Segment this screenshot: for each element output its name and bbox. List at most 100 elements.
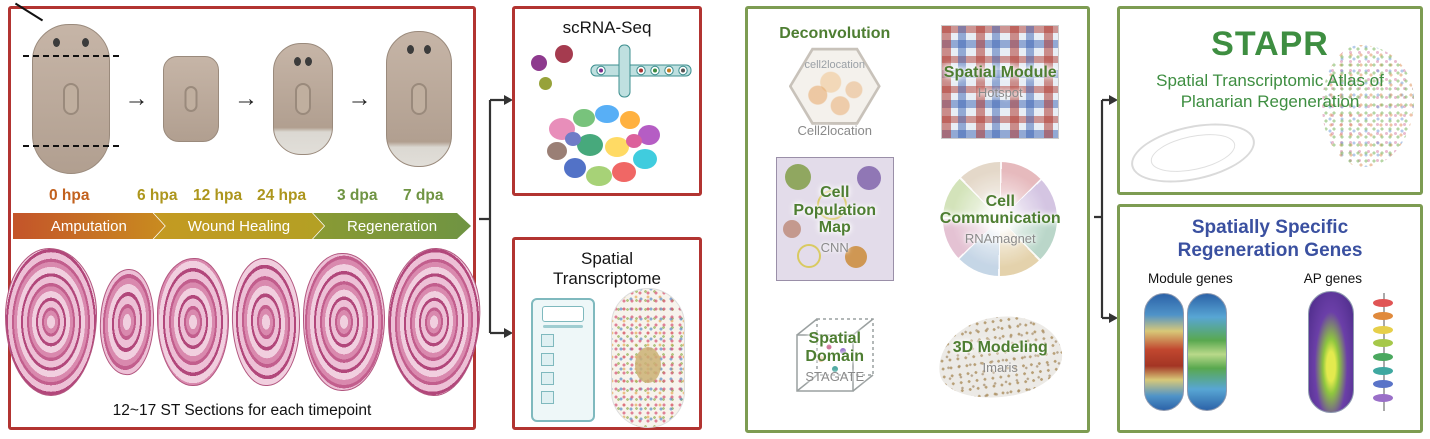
pharynx-icon [411,83,428,115]
cell-dot-icon [531,55,547,71]
method-title: Spatial Domain [805,330,865,366]
amputation-dashed-line [22,145,119,147]
timepoint-label: 12 hpa [193,187,243,204]
histology-sections-row [4,245,483,399]
histology-section [96,267,157,377]
method-spatial-domain: Spatial Domain STAGATE [753,289,917,425]
method-tool-label: RNAmagnet [964,231,1036,247]
scrna-seq-panel: scRNA-Seq [512,6,702,196]
ap-genes-heatmap-icon [1308,291,1354,413]
planarian-intact-icon [14,2,119,174]
histology-section [229,256,302,388]
method-tool-label: Cell2location [797,123,872,139]
phase-arrow-bar: Amputation Wound Healing Regeneration [13,213,471,239]
slide-header [542,306,584,322]
experiment-panel: → → → 0 hpa 6 hpa 12 hpa 24 hpa 3 dpa [4,2,483,430]
faded-umap-speckle-icon [1322,45,1414,167]
cell-circle-icon [782,220,801,239]
cell-ring-icon [796,244,821,269]
umap-clusters-icon [547,105,660,186]
timepoint-labels: 0 hpa 6 hpa 12 hpa 24 hpa 3 dpa 7 dpa [11,187,473,209]
analysis-methods-panel: Deconvolution cell2location Cell2locatio… [745,6,1090,433]
histology-section [4,248,97,396]
eye-icon [407,45,415,54]
histology-section [156,258,229,386]
cut-line-icon [14,2,43,22]
phase-wound-healing: Wound Healing [154,213,324,239]
planarian-regenerated-icon [386,31,453,167]
ap-genes-legend [1368,293,1398,411]
method-spatial-module: Spatial Module Hotspot [919,14,1083,150]
branch-connector-right [1094,95,1118,323]
cell-circle-icon [784,164,811,191]
ap-genes-label: AP genes [1303,271,1362,286]
eye-icon [81,38,89,47]
method-tool-label: Imaris [982,360,1018,376]
branch-connector-left [479,95,513,338]
cell-dot-icon [539,77,552,90]
histology-section [384,246,483,398]
method-title: Spatial Module [943,63,1057,81]
cell-population-image-icon [775,157,894,282]
spatial-transcriptome-title: Spatial Transcriptome [552,249,661,289]
phase-regeneration: Regeneration [313,213,471,239]
eye-icon [424,45,432,54]
method-title: Cell Communication [939,192,1061,228]
method-title: Cell Population Map [793,183,877,237]
regeneration-genes-panel: Spatially Specific Regeneration Genes Mo… [1117,204,1423,433]
timepoint-label: 3 dpa [337,187,378,204]
heatmap-icon [941,24,1060,139]
point-cloud-icon [933,308,1068,406]
cell-circle-icon [844,246,867,269]
timepoint-label: 7 dpa [403,187,444,204]
planarian-regenerating-icon [272,43,333,155]
methods-grid: Deconvolution cell2location Cell2locatio… [753,14,1082,425]
slide-capture-square [541,353,554,366]
genes-artwork: Module genes AP genes [1120,271,1420,426]
planarian-stages-row: → → → [14,2,467,185]
microfluidic-chip-icon [590,44,692,98]
method-deconvolution: Deconvolution cell2location Cell2locatio… [753,14,917,150]
slide-capture-square [541,391,554,404]
slide-capture-square [541,372,554,385]
arrow-right-icon: → [347,85,372,112]
method-title: Deconvolution [779,25,891,43]
spatial-transcriptome-panel: Spatial Transcriptome [512,237,702,430]
spatial-slide-icon [531,298,595,422]
stapr-title: STAPR [1211,25,1329,63]
cell2location-logo-icon: cell2location [788,45,881,127]
method-title: 3D Modeling [952,339,1048,357]
amputation-dashed-line [22,55,119,57]
stapr-atlas-panel: STAPR Spatial Transcriptomic Atlas of Pl… [1117,6,1423,195]
pharynx-icon [184,86,198,112]
circos-wheel-icon [943,162,1058,277]
eye-icon [52,38,60,47]
scrna-seq-title: scRNA-Seq [562,18,652,37]
module-heatmap-planarian [1187,293,1227,411]
cube-icon [796,318,874,392]
method-cell-population-map: Cell Population Map CNN [753,152,917,288]
method-3d-modeling: 3D Modeling Imaris [919,289,1083,425]
eye-icon [293,57,301,66]
module-heatmap-planarian [1144,293,1184,411]
arrow-right-icon: → [124,85,149,112]
cell-ring-icon [816,190,847,221]
genes-title: Spatially Specific Regeneration Genes [1177,217,1363,261]
method-tool-label: STAGATE [805,369,865,385]
eye-icon [304,57,312,66]
method-tool-label: Hotspot [977,84,1023,100]
pharynx-icon [62,83,79,115]
slide-capture-square [541,334,554,347]
method-cell-communication: Cell Communication RNAmagnet [919,152,1083,288]
phase-amputation: Amputation [13,213,165,239]
arrow-right-icon: → [234,85,258,112]
timepoint-label: 6 hpa [137,187,178,204]
module-genes-label: Module genes [1148,271,1233,286]
histology-section [302,253,385,391]
pharynx-icon [294,83,311,115]
scrna-artwork [515,39,699,193]
cell-dot-icon [555,45,573,63]
slide-line [543,325,583,328]
cell2location-wordmark: cell2location [804,59,866,72]
